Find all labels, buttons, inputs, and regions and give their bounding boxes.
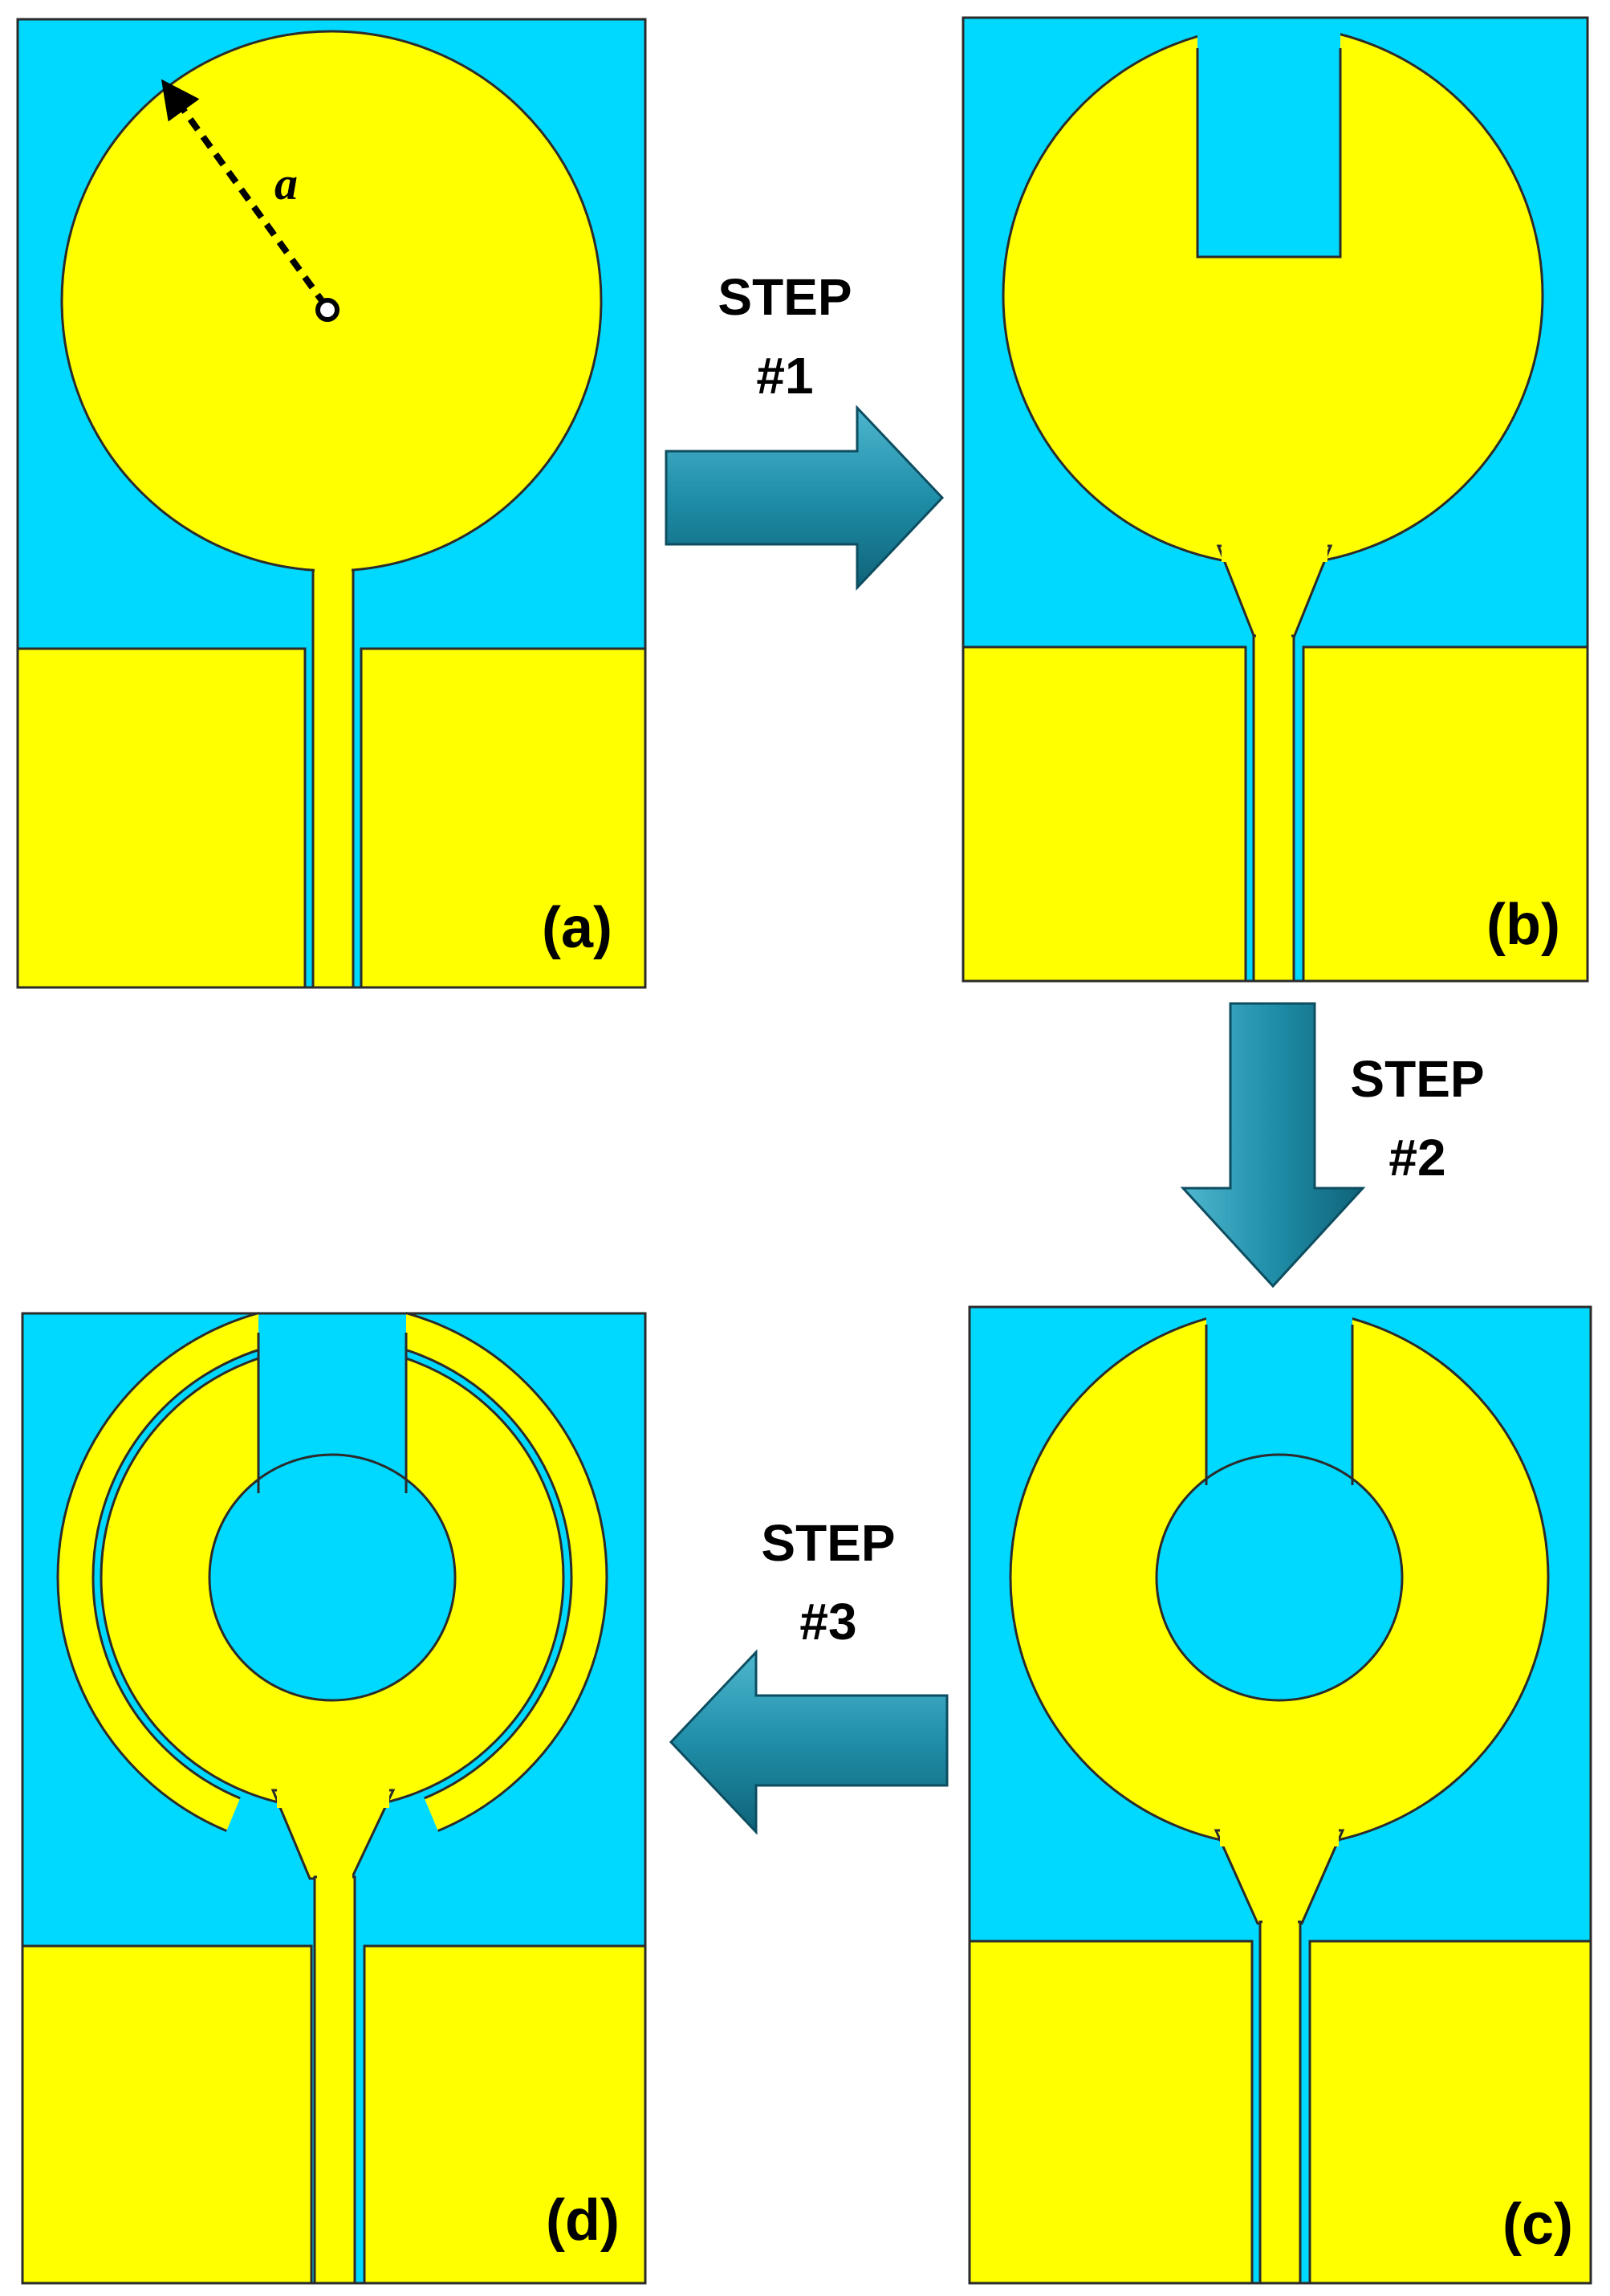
panel-b-slotted-patch bbox=[1002, 24, 1544, 639]
panel-c-label: (c) bbox=[1502, 2192, 1573, 2257]
panel-c-annular-patch bbox=[1009, 1307, 1550, 1925]
panel-b-feedline bbox=[1252, 634, 1295, 983]
step-2-label-line1: STEP bbox=[1350, 1050, 1484, 1108]
panel-b-label: (b) bbox=[1486, 893, 1560, 957]
panel-d: (d) bbox=[21, 1301, 647, 2285]
panel-a-ground-right bbox=[360, 647, 647, 989]
panel-c-ground-right bbox=[1308, 1940, 1592, 2285]
step-2-label-line2: #2 bbox=[1388, 1129, 1445, 1187]
center-point bbox=[315, 298, 339, 322]
panel-c: (c) bbox=[968, 1305, 1592, 2285]
panel-a-label: (a) bbox=[542, 896, 612, 960]
panel-d-inner-hole bbox=[208, 1453, 457, 1702]
step-3-arrow bbox=[669, 1649, 949, 1835]
panel-b-slot-outline bbox=[1196, 48, 1342, 259]
step-1-label-line2: #1 bbox=[756, 347, 813, 405]
panel-d-slot-outline bbox=[257, 1333, 408, 1493]
radius-label: a bbox=[274, 157, 298, 210]
panel-d-label: (d) bbox=[546, 2188, 620, 2253]
panel-a-feedline bbox=[311, 552, 355, 989]
step-2-arrow bbox=[1180, 1002, 1366, 1288]
panel-c-ground-left bbox=[968, 1940, 1254, 2285]
panel-d-ground-left bbox=[21, 1944, 313, 2285]
step-3-label-line2: #3 bbox=[799, 1593, 856, 1651]
panel-c-feedline bbox=[1258, 1920, 1302, 2285]
step-1: STEP #1 bbox=[665, 268, 945, 591]
panel-c-inner-hole bbox=[1155, 1453, 1404, 1702]
panel-a-ground-left bbox=[16, 647, 307, 989]
step-1-label-line1: STEP bbox=[718, 268, 852, 326]
panel-b-ground-right bbox=[1302, 645, 1589, 983]
step-2: STEP #2 bbox=[1180, 1002, 1485, 1288]
panel-d-feedline bbox=[313, 1875, 356, 2285]
step-1-arrow bbox=[665, 405, 945, 591]
step-3-label-line1: STEP bbox=[761, 1514, 895, 1572]
step-3: STEP #3 bbox=[669, 1514, 949, 1835]
panel-b-ground-left bbox=[962, 645, 1247, 983]
panel-d-ground-right bbox=[363, 1944, 647, 2285]
panel-b: (b) bbox=[962, 16, 1589, 983]
panel-c-slot-outline bbox=[1205, 1325, 1354, 1485]
panel-a: a (a) bbox=[16, 18, 647, 989]
